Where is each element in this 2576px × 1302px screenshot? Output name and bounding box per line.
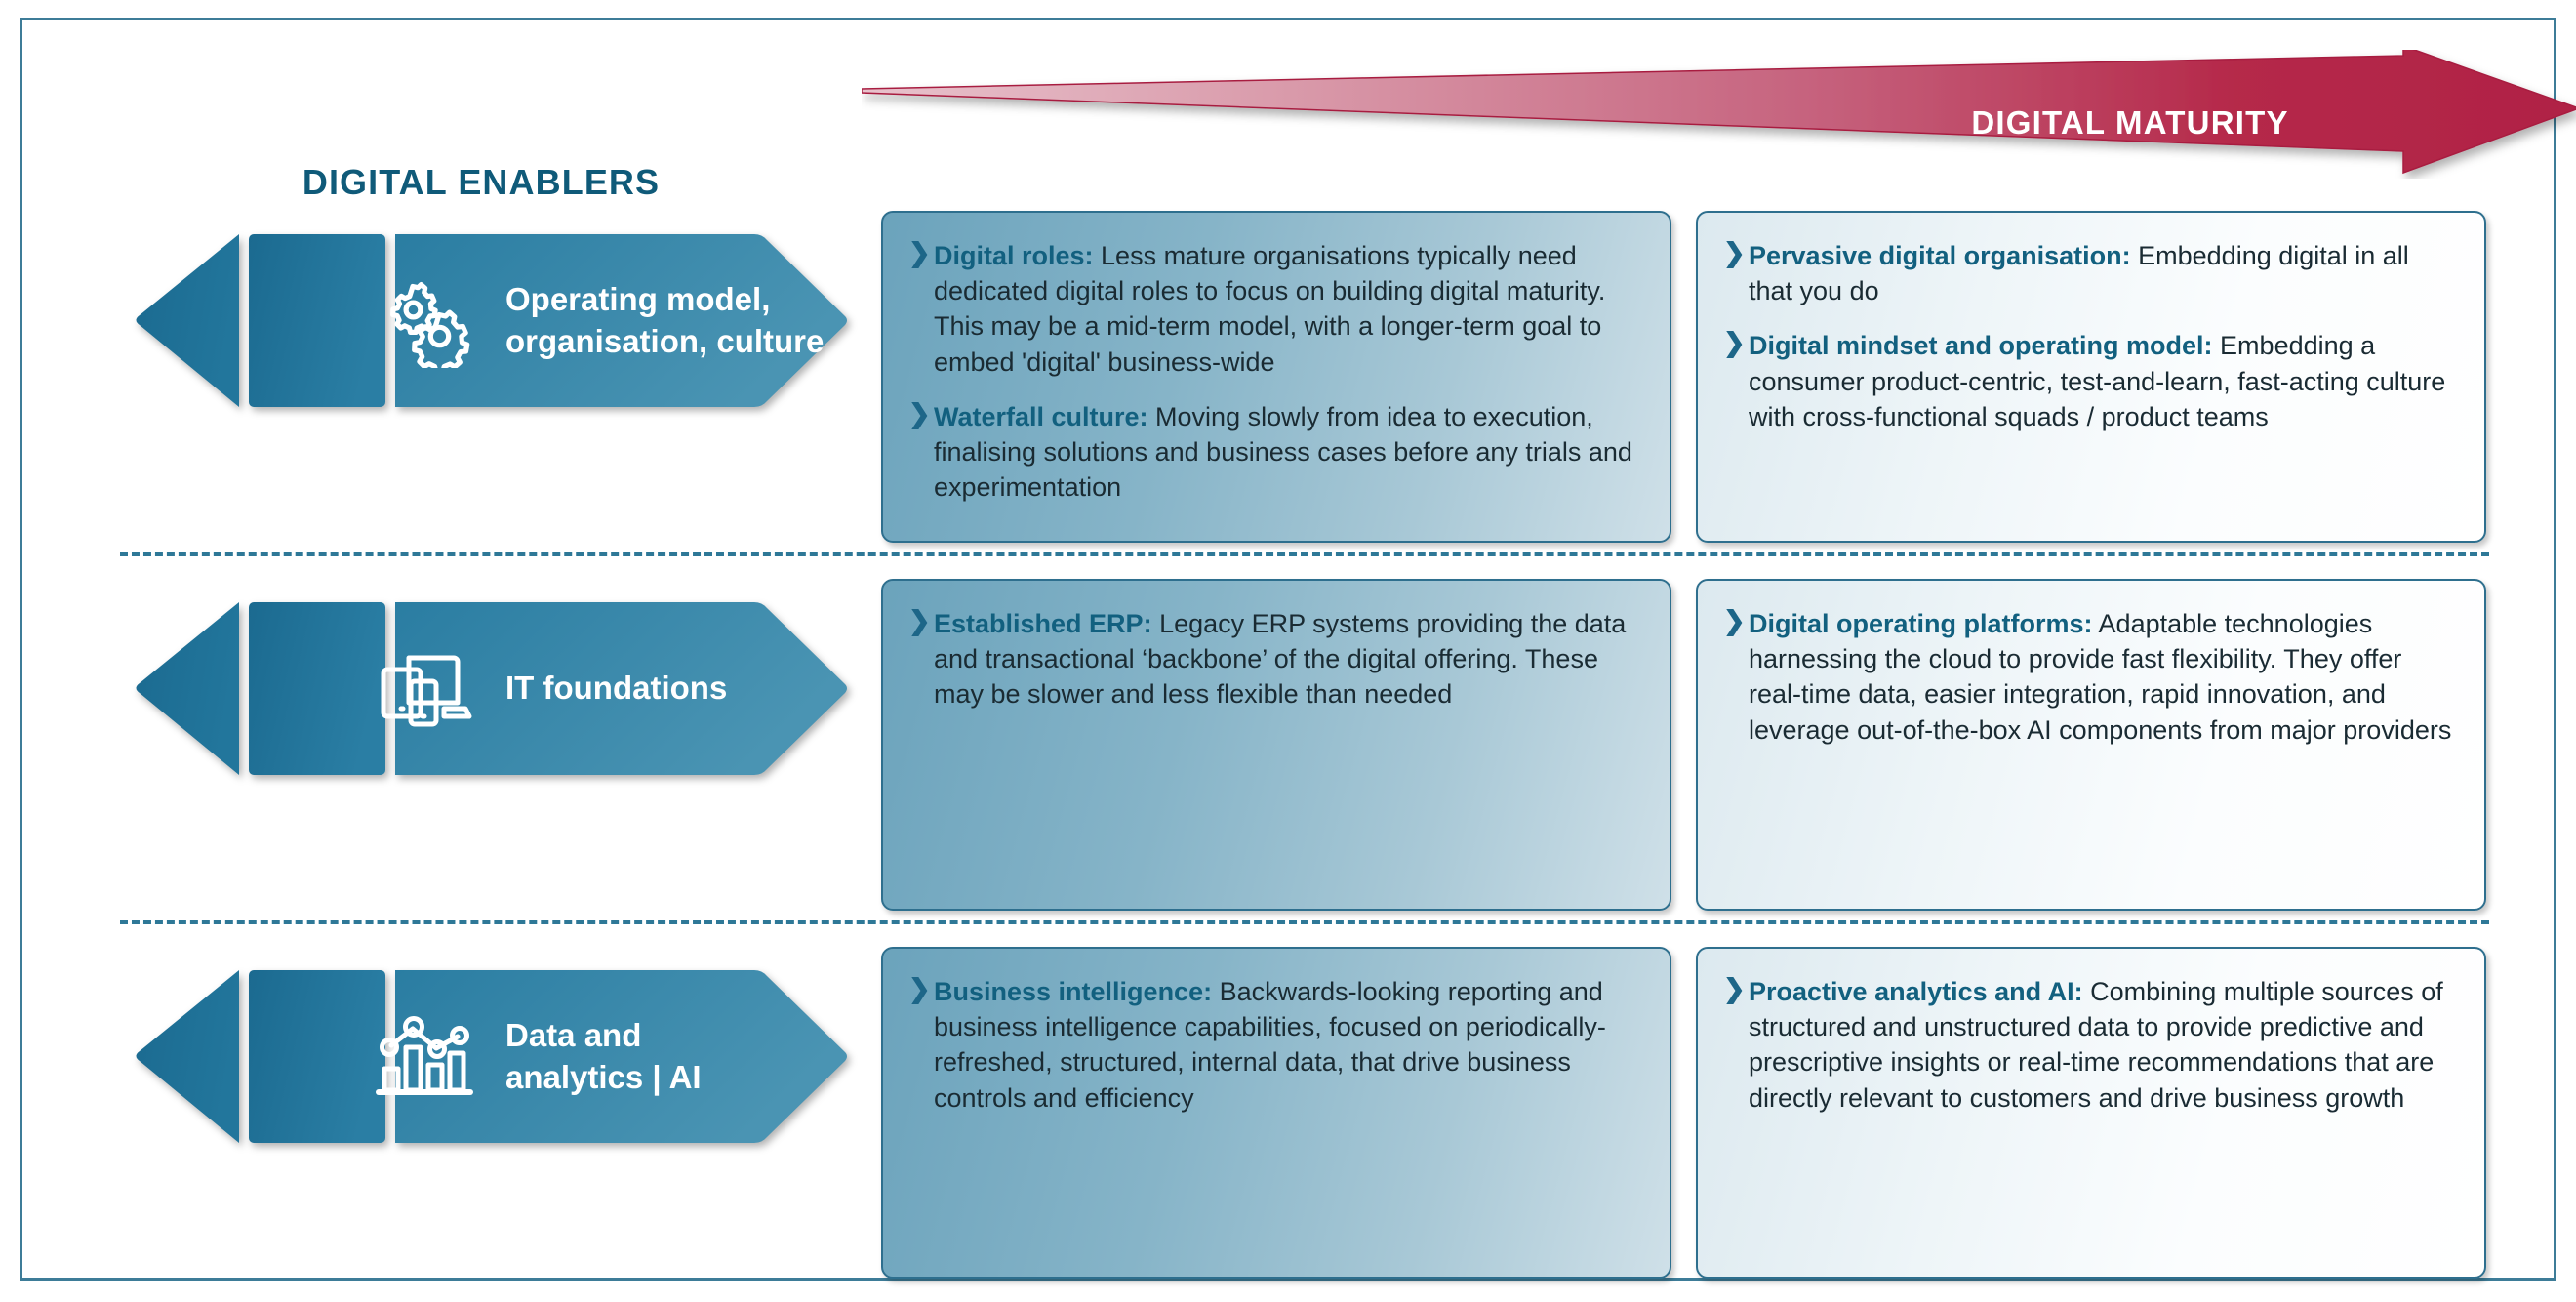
bullet-item: ❯ Proactive analytics and AI: Combining … <box>1723 974 2459 1116</box>
bullet-text: Less mature organisations typically need… <box>934 241 1606 377</box>
card-mature-state-it-foundations: ❯ Digital operating platforms: Adaptable… <box>1696 579 2486 911</box>
bullet-text: Backwards-looking reporting and business… <box>934 977 1606 1113</box>
bullet-item: ❯ Business intelligence: Backwards-looki… <box>908 974 1644 1116</box>
bullet-item: ❯ Digital mindset and operating model: E… <box>1723 328 2459 434</box>
chevron-right-icon: ❯ <box>908 606 931 635</box>
bullet-text: Embedding digital in all that you do <box>1749 241 2409 306</box>
bullet-term: Digital mindset and operating model: <box>1749 331 2213 361</box>
digital-maturity-arrow: DIGITAL MATURITY <box>862 50 2576 179</box>
bullet-item: ❯ Digital roles: Less mature organisatio… <box>908 238 1644 380</box>
chevron-right-icon: ❯ <box>1723 238 1746 267</box>
bullet-term: Established ERP: <box>934 609 1152 638</box>
chevron-right-icon: ❯ <box>1723 328 1746 358</box>
card-current-state-data-analytics: ❯ Business intelligence: Backwards-looki… <box>881 947 1671 1279</box>
bullet-term: Waterfall culture: <box>934 401 1148 431</box>
bullet-term: Digital operating platforms: <box>1749 609 2093 638</box>
bullet-text: Moving slowly from idea to execution, fi… <box>934 401 1632 503</box>
devices-icon <box>356 598 493 779</box>
chevron-label-line1: Data and <box>505 1017 642 1054</box>
bullet-item: ❯ Waterfall culture: Moving slowly from … <box>908 399 1644 506</box>
chevron-label-line1: Operating model, <box>505 281 771 318</box>
chevron-label-line2: analytics | AI <box>505 1058 702 1095</box>
bullet-term: Pervasive digital organisation: <box>1749 241 2131 270</box>
chevron-it-foundations[interactable]: IT foundations <box>130 598 852 779</box>
enabler-row-it-foundations: IT foundations ❯ Established ERP: Legacy… <box>22 579 2554 911</box>
chevron-right-icon: ❯ <box>908 398 931 428</box>
chevron-right-icon: ❯ <box>1723 606 1746 635</box>
bullet-text: Legacy ERP systems providing the data an… <box>934 609 1627 710</box>
bullet-term: Digital roles: <box>934 241 1094 270</box>
chevron-right-icon: ❯ <box>908 974 931 1003</box>
chevron-right-icon: ❯ <box>1723 974 1746 1003</box>
bullet-item: ❯ Pervasive digital organisation: Embedd… <box>1723 238 2459 308</box>
chevron-label-operating-model: Operating model, organisation, culture <box>505 230 827 411</box>
digital-maturity-label: DIGITAL MATURITY <box>1971 104 2289 141</box>
card-mature-state-data-analytics: ❯ Proactive analytics and AI: Combining … <box>1696 947 2486 1279</box>
bullet-term: Business intelligence: <box>934 977 1213 1006</box>
card-current-state-it-foundations: ❯ Established ERP: Legacy ERP systems pr… <box>881 579 1671 911</box>
card-mature-state-operating-model: ❯ Pervasive digital organisation: Embedd… <box>1696 211 2486 543</box>
analytics-chart-icon <box>356 966 493 1147</box>
bullet-item: ❯ Established ERP: Legacy ERP systems pr… <box>908 606 1644 712</box>
chevron-right-icon: ❯ <box>908 238 931 267</box>
bullet-item: ❯ Digital operating platforms: Adaptable… <box>1723 606 2459 748</box>
enabler-row-operating-model: Operating model, organisation, culture ❯… <box>22 211 2554 543</box>
chevron-label-line2: organisation, culture <box>505 322 825 359</box>
chevron-label-data-analytics: Data and analytics | AI <box>505 966 827 1147</box>
chevron-data-analytics[interactable]: Data and analytics | AI <box>130 966 852 1147</box>
chevron-label-line1: IT foundations <box>505 670 728 707</box>
digital-enablers-title: DIGITAL ENABLERS <box>302 162 661 202</box>
bullet-text: Embedding a consumer product-centric, te… <box>1749 331 2446 431</box>
bullet-term: Proactive analytics and AI: <box>1749 977 2083 1006</box>
bullet-text: Combining multiple sources of structured… <box>1749 977 2443 1113</box>
diagram-frame: DIGITAL MATURITY DIGITAL ENABLERS <box>20 18 2576 1281</box>
bullet-text: Adaptable technologies harnessing the cl… <box>1749 609 2452 745</box>
gears-icon <box>356 230 493 411</box>
row-divider <box>120 920 2489 924</box>
row-divider <box>120 552 2489 556</box>
enabler-row-data-analytics: Data and analytics | AI ❯ Business intel… <box>22 947 2554 1279</box>
chevron-label-it-foundations: IT foundations <box>505 598 827 779</box>
chevron-operating-model[interactable]: Operating model, organisation, culture <box>130 230 852 411</box>
card-current-state-operating-model: ❯ Digital roles: Less mature organisatio… <box>881 211 1671 543</box>
